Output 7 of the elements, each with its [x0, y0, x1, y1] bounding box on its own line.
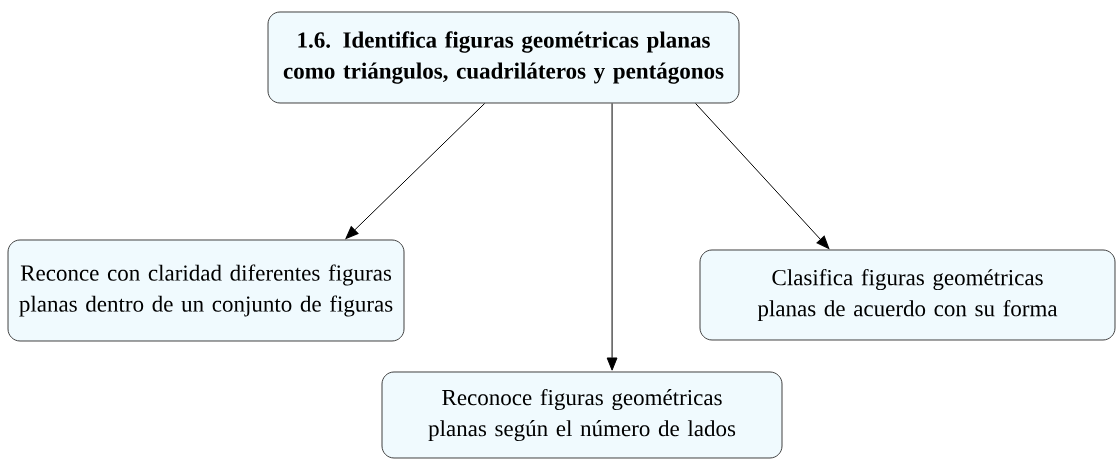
concept-box: 1.6. Identifica figuras geométricas planas como triángulos, cuadriláteros y pentágonos — [267, 11, 740, 104]
arrow — [345, 103, 486, 240]
concept-box: Reconoce figuras geométricas planas según el número de lados — [381, 371, 783, 459]
arrow — [695, 103, 830, 249]
concept-box: Clasifica figuras geométricas planas de acuerdo con su forma — [699, 249, 1116, 341]
concept-box: Reconce con claridad diferentes figuras planas dentro de un conjunto de figuras — [7, 239, 405, 342]
arrow — [606, 103, 618, 371]
